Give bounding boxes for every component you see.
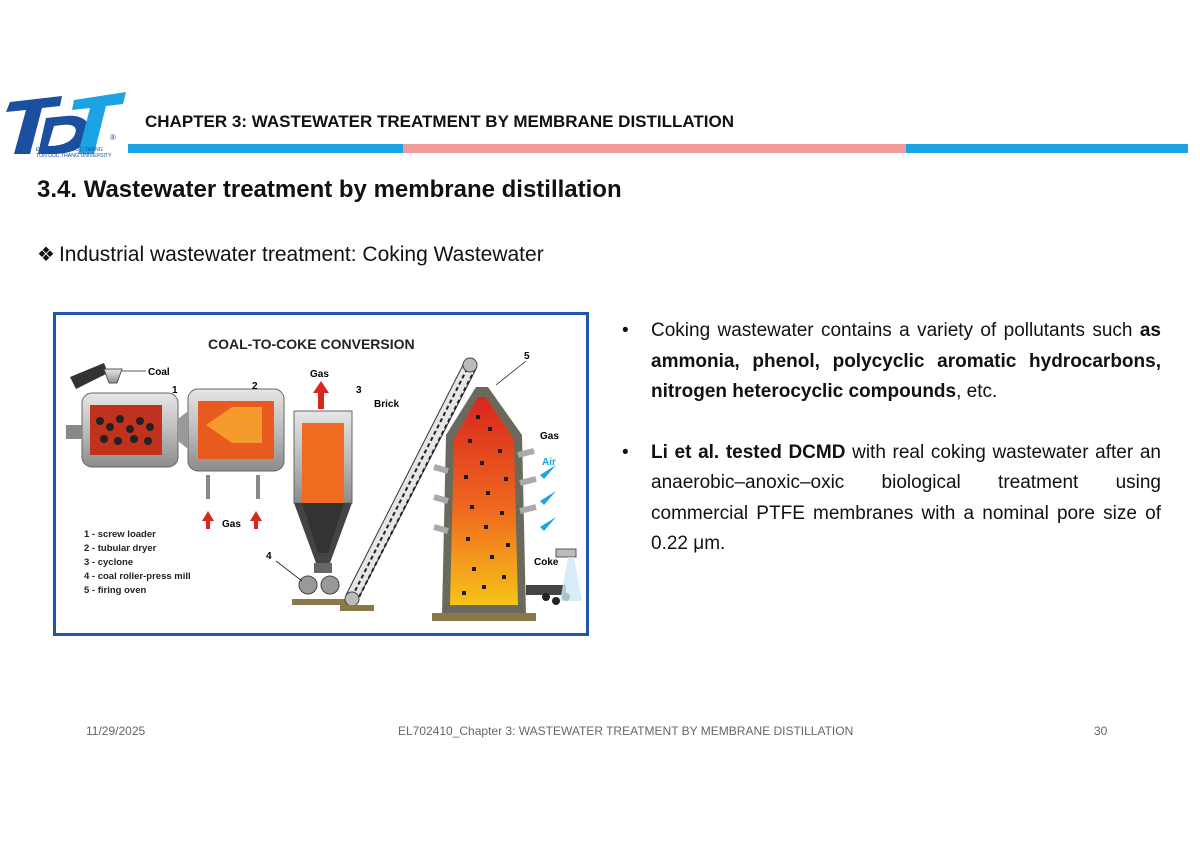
- label-coke: Coke: [534, 557, 559, 568]
- registered-mark: ®: [110, 133, 116, 142]
- header-bar-right: [906, 144, 1188, 153]
- bullet-item-dcmd: • Li et al. tested DCMD with real coking…: [620, 438, 1161, 560]
- label-2: 2: [252, 381, 258, 392]
- label-4: 4: [266, 551, 272, 562]
- bullet-dot-icon: •: [622, 320, 629, 341]
- section-title: 3.4. Wastewater treatment by membrane di…: [37, 176, 622, 203]
- coal-belt: [70, 363, 108, 389]
- footer-date: 11/29/2025: [86, 724, 146, 738]
- diamond-bullet-icon: ❖: [37, 244, 55, 266]
- subsection-heading: ❖Industrial wastewater treatment: Coking…: [37, 242, 544, 267]
- legend-item: 1 - screw loader: [84, 529, 156, 540]
- gas-inlet-arrow-right-icon: [250, 511, 262, 521]
- legend-item: 4 - coal roller-press mill: [84, 571, 191, 582]
- bullet-list: • Coking wastewater contains a variety o…: [620, 316, 1161, 560]
- bullet-dot-icon: •: [622, 441, 629, 463]
- figure-legend: 1 - screw loader 2 - tubular dryer 3 - c…: [84, 529, 191, 596]
- footer-page-number: 30: [1094, 724, 1108, 738]
- label-brick: Brick: [374, 399, 399, 410]
- roller-right: [320, 575, 340, 595]
- bullet-item-pollutants: • Coking wastewater contains a variety o…: [620, 316, 1161, 408]
- oven-coke-pieces: [462, 415, 510, 595]
- label-1: 1: [172, 385, 178, 396]
- gas-inlet-arrow-left-icon: [202, 511, 214, 521]
- label-coal: Coal: [148, 367, 170, 378]
- screw-shaft: [66, 425, 82, 439]
- screw-coal: [96, 415, 154, 445]
- label-gas-bottom: Gas: [222, 519, 241, 530]
- chapter-title: CHAPTER 3: WASTEWATER TREATMENT BY MEMBR…: [145, 112, 735, 131]
- label-air: Air: [542, 457, 556, 468]
- legend-item: 2 - tubular dryer: [84, 543, 157, 554]
- legend-item: 3 - cyclone: [84, 557, 133, 568]
- roller-left: [298, 575, 318, 595]
- coal-to-coke-figure: COAL-TO-COKE CONVERSION Coal 1 2 Gas: [53, 312, 589, 636]
- logo-caption-2: TON DUC THANG UNIVERSITY: [36, 153, 112, 159]
- logo-caption-1: ĐẠI HỌC TÔN ĐỨC THẮNG: [36, 145, 103, 153]
- label-gas-top: Gas: [310, 369, 329, 380]
- coal-hopper: [103, 368, 123, 384]
- header-bar-left: [128, 144, 403, 153]
- label-gas-right: Gas: [540, 431, 559, 442]
- footer-course: EL702410_Chapter 3: WASTEWATER TREATMENT…: [398, 724, 854, 738]
- university-logo: ® ĐẠI HỌC TÔN ĐỨC THẮNG TON DUC THANG UN…: [2, 88, 130, 160]
- header-bar-middle: [403, 144, 906, 153]
- gas-outlet-arrow-icon: [313, 381, 329, 393]
- label-3: 3: [356, 385, 362, 396]
- legend-item: 5 - firing oven: [84, 585, 146, 596]
- figure-title: COAL-TO-COKE CONVERSION: [208, 336, 415, 352]
- label-5: 5: [524, 351, 530, 362]
- air-arrows-icon: [540, 465, 556, 531]
- subsection-text: Industrial wastewater treatment: Coking …: [58, 243, 544, 266]
- gas-pipes: [433, 448, 537, 534]
